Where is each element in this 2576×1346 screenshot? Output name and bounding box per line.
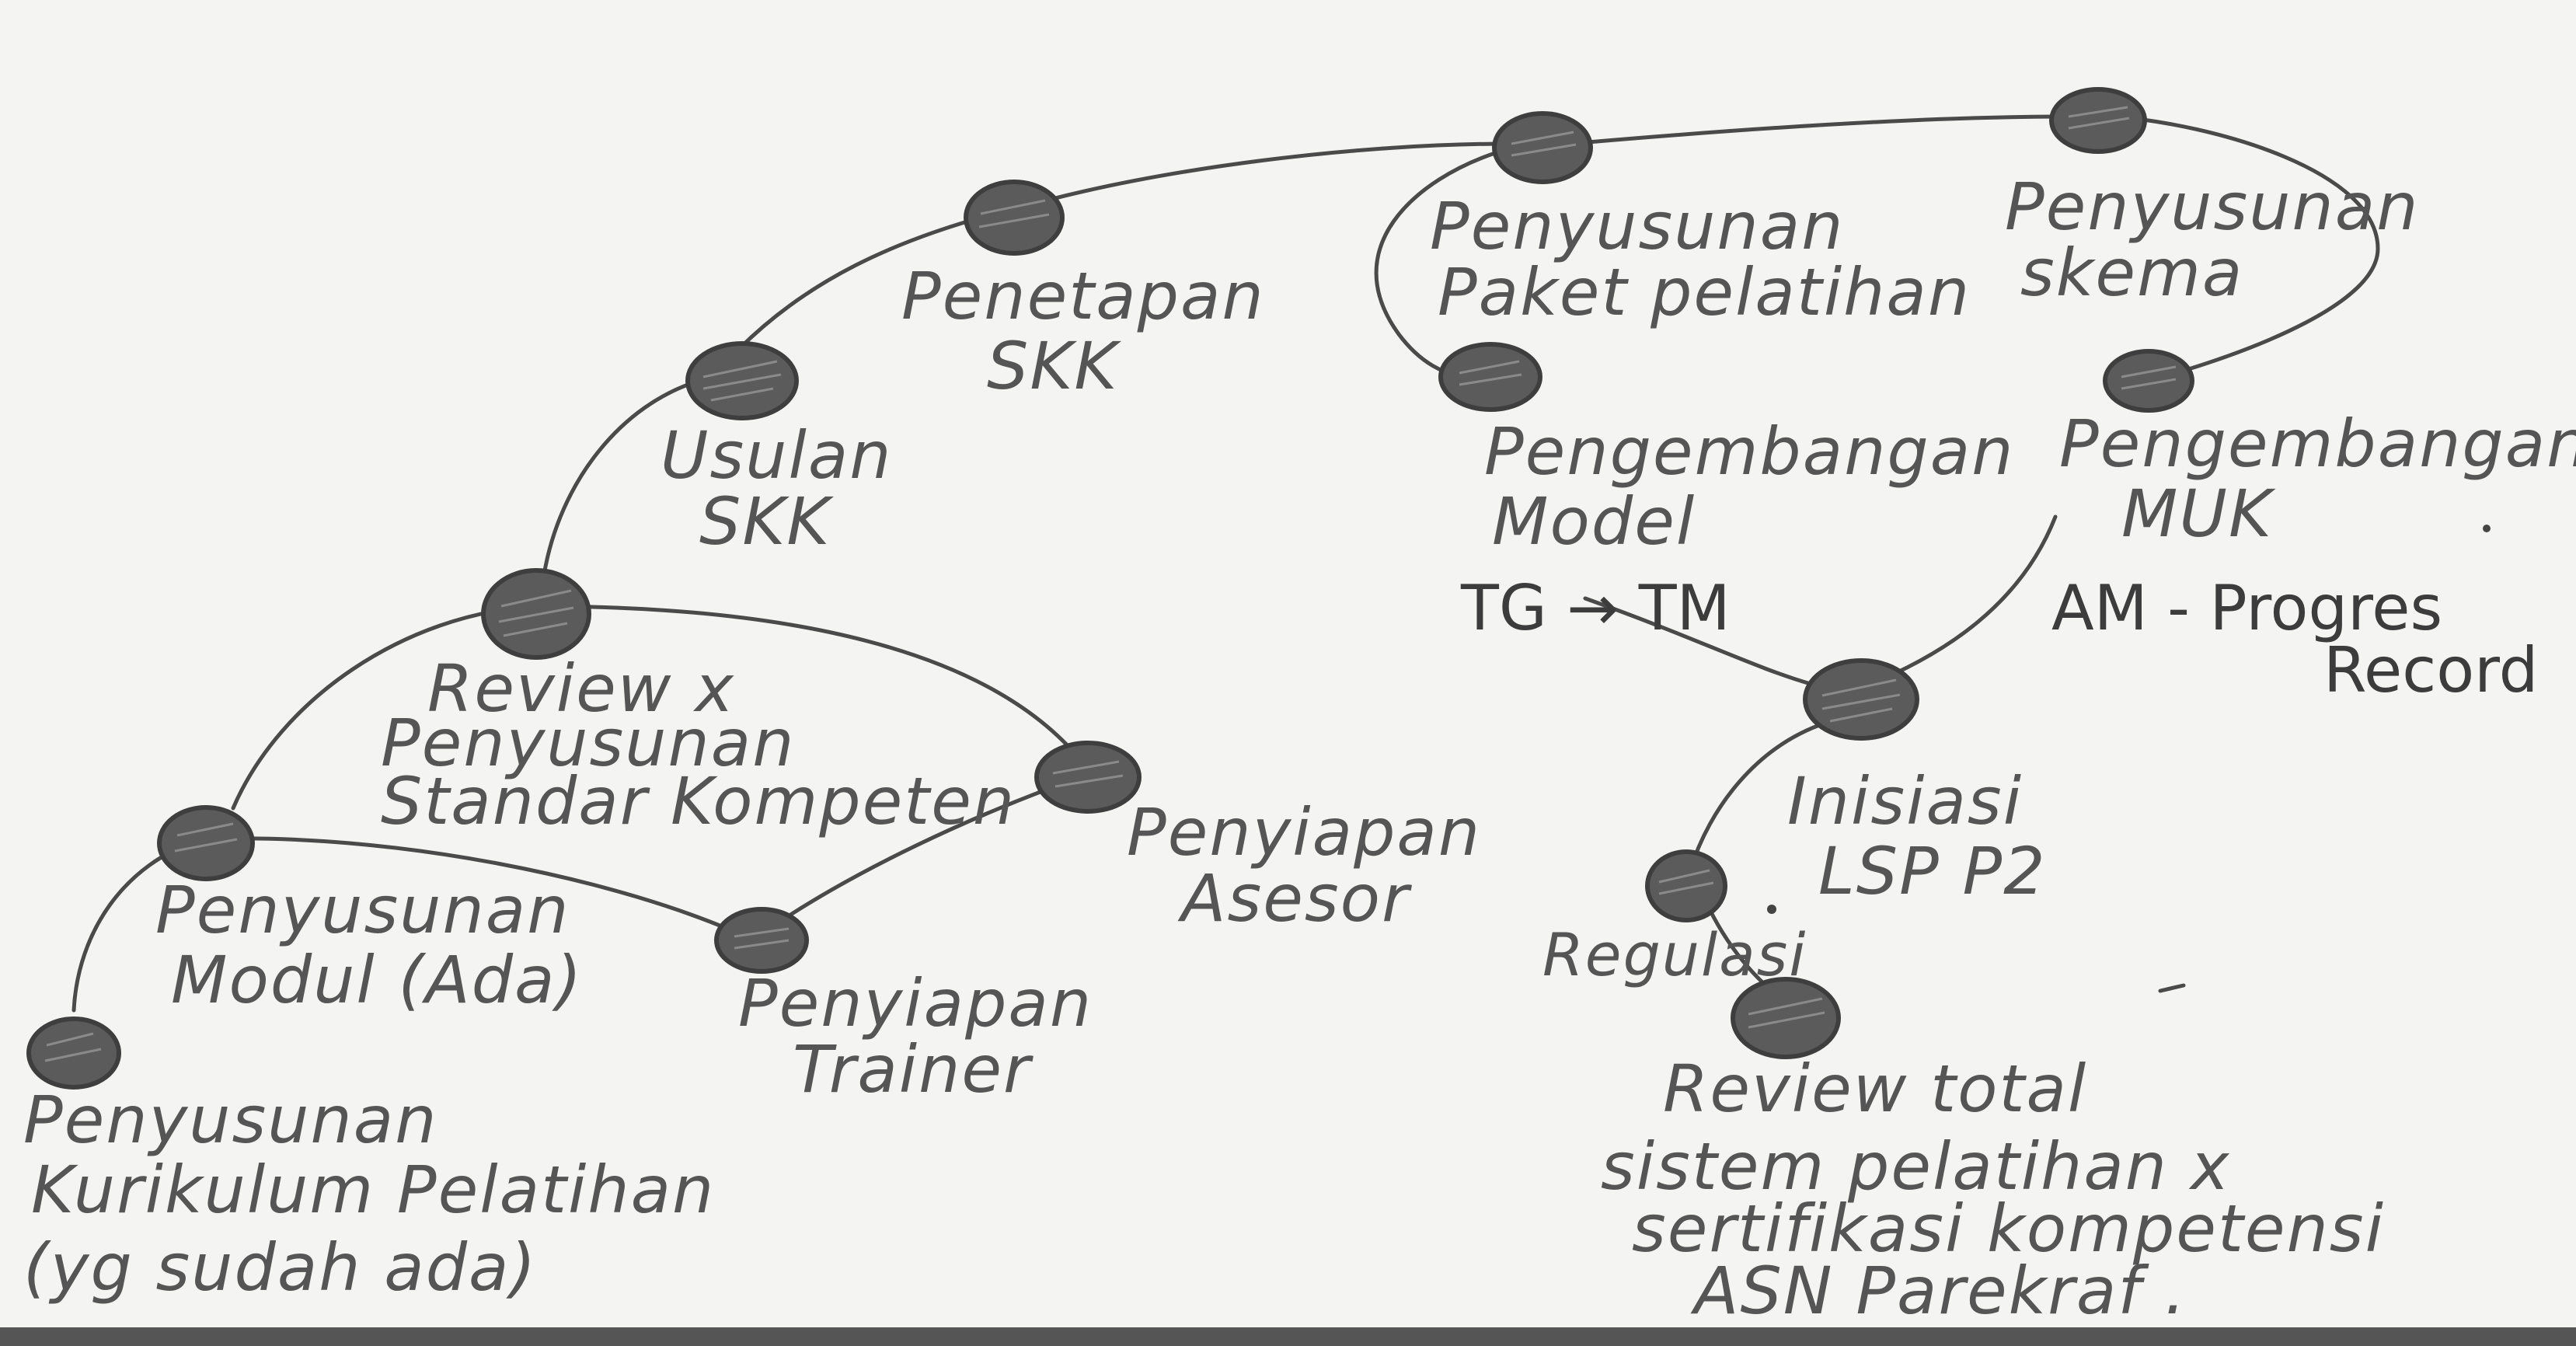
label-pengembangan-model: Pengembangan Model xyxy=(1484,413,2037,560)
labels: Penyusunan Kurikulum Pelatihan (yg sudah… xyxy=(23,169,2576,1329)
label-regulasi: Regulasi xyxy=(1542,920,1807,989)
node-usulan-skk xyxy=(685,341,799,420)
edge-usulan-penetapan xyxy=(736,211,997,352)
edge-muk-inisiasi xyxy=(1878,514,2058,682)
edge-review-asesor xyxy=(534,604,1090,772)
label-penyusunan-kurikulum: Penyusunan Kurikulum Pelatihan (yg sudah… xyxy=(23,1082,737,1306)
edge-dash-right xyxy=(2158,983,2186,993)
label-line: Review x xyxy=(427,650,735,727)
annotation-tg-tm: TG → TM xyxy=(1460,572,1731,644)
label-line: Model xyxy=(1492,483,1696,560)
label-usulan-skk: Usulan SKK xyxy=(661,417,915,560)
label-line: Penyusunan xyxy=(1430,188,1844,264)
edge-trainer-asesor xyxy=(767,775,1082,931)
edge-model-inisiasi xyxy=(1583,596,1813,686)
edge-skema-muk xyxy=(2111,114,2380,375)
node-review-penyusunan-standar xyxy=(481,568,591,660)
node-inisiasi-lsp xyxy=(1803,658,1919,741)
label-line: Penyusunan xyxy=(381,705,795,781)
nodes xyxy=(26,87,2491,1090)
edge-review-usulan xyxy=(542,378,702,577)
label-line: Kurikulum Pelatihan xyxy=(31,1152,715,1228)
label-line: Regulasi xyxy=(1542,920,1807,989)
label-line: ASN Parekraf . xyxy=(1690,1253,2187,1329)
label-line: Penyusunan xyxy=(155,872,570,948)
dot-marker-2 xyxy=(1767,905,1776,914)
bottom-edge-strip xyxy=(0,1327,2576,1346)
label-line: skema xyxy=(2020,235,2243,311)
label-line: Penyusunan xyxy=(2005,169,2419,245)
label-line: Asesor xyxy=(1177,860,1412,936)
label-line: Modul (Ada) xyxy=(171,942,583,1018)
label-penyiapan-asesor: Penyiapan Asesor xyxy=(1127,794,1504,936)
label-line: Inisiasi xyxy=(1787,763,2023,839)
label-line: sistem pelatihan x xyxy=(1601,1128,2230,1205)
label-penyusunan-skema: Penyusunan skema xyxy=(2005,169,2442,311)
annotation-line: AM - Progres xyxy=(2051,572,2442,644)
edge-inisiasi-regulasi xyxy=(1688,720,1828,873)
label-line: Penyusunan xyxy=(23,1082,437,1158)
label-line: Pengembangan xyxy=(2059,406,2576,482)
node-penyusunan-modul xyxy=(157,805,255,881)
edge-modul-trainer xyxy=(200,836,756,943)
label-line: Review total xyxy=(1663,1051,2087,1127)
label-pengembangan-muk: Pengembangan MUK xyxy=(2059,406,2576,552)
label-penetapan-skk: Penetapan SKK xyxy=(901,258,1287,404)
label-line: Paket pelatihan xyxy=(1438,254,1971,330)
label-review-total: Review total sistem pelatihan x sertifik… xyxy=(1601,1051,2407,1329)
label-line: Penyiapan xyxy=(738,965,1093,1041)
label-line: SKK xyxy=(699,483,834,560)
label-line: SKK xyxy=(987,328,1121,404)
label-line: Pengembangan xyxy=(1484,413,2014,490)
node-pengembangan-model xyxy=(1438,342,1542,412)
node-regulasi xyxy=(1645,849,1727,922)
node-penyusunan-skema xyxy=(2049,87,2147,154)
label-line: Trainer xyxy=(793,1031,1034,1107)
edges xyxy=(71,114,2380,1013)
label-penyusunan-modul: Penyusunan Modul (Ada) xyxy=(155,872,592,1018)
edge-penetapan-paket xyxy=(1023,141,1510,208)
label-line: Penetapan xyxy=(901,258,1265,334)
label-penyusunan-paket-pelatihan: Penyusunan Paket pelatihan xyxy=(1430,188,1971,330)
label-line: Penyiapan xyxy=(1127,794,1481,870)
node-penyusunan-paket-pelatihan xyxy=(1492,111,1593,184)
label-line: (yg sudah ada) xyxy=(23,1229,537,1306)
node-review-total xyxy=(1731,977,1841,1059)
label-penyiapan-trainer: Penyiapan Trainer xyxy=(738,965,1115,1107)
label-review-penyusunan-standar: Review x Penyusunan Standar Kompeten xyxy=(381,650,1016,839)
node-pengembangan-muk xyxy=(2103,349,2194,413)
edge-paket-model xyxy=(1374,149,1502,379)
node-penyusunan-kurikulum xyxy=(26,1016,121,1090)
annotation-line: Record xyxy=(2323,634,2538,706)
label-line: Usulan xyxy=(661,417,893,493)
node-penetapan-skk xyxy=(964,180,1065,256)
label-inisiasi-lsp: Inisiasi LSP P2 xyxy=(1787,763,2047,909)
label-line: Standar Kompeten xyxy=(381,763,1016,839)
node-penyiapan-trainer xyxy=(714,907,809,974)
dot-marker-1 xyxy=(2483,525,2491,532)
node-penyiapan-asesor xyxy=(1034,741,1142,814)
label-line: LSP P2 xyxy=(1818,833,2047,909)
edge-paket-skema xyxy=(1567,114,2069,146)
label-line: MUK xyxy=(2121,476,2276,552)
label-line: sertifikasi kompetensi xyxy=(1632,1191,2385,1267)
annotation-am-progres: AM - Progres Record xyxy=(2051,572,2538,706)
